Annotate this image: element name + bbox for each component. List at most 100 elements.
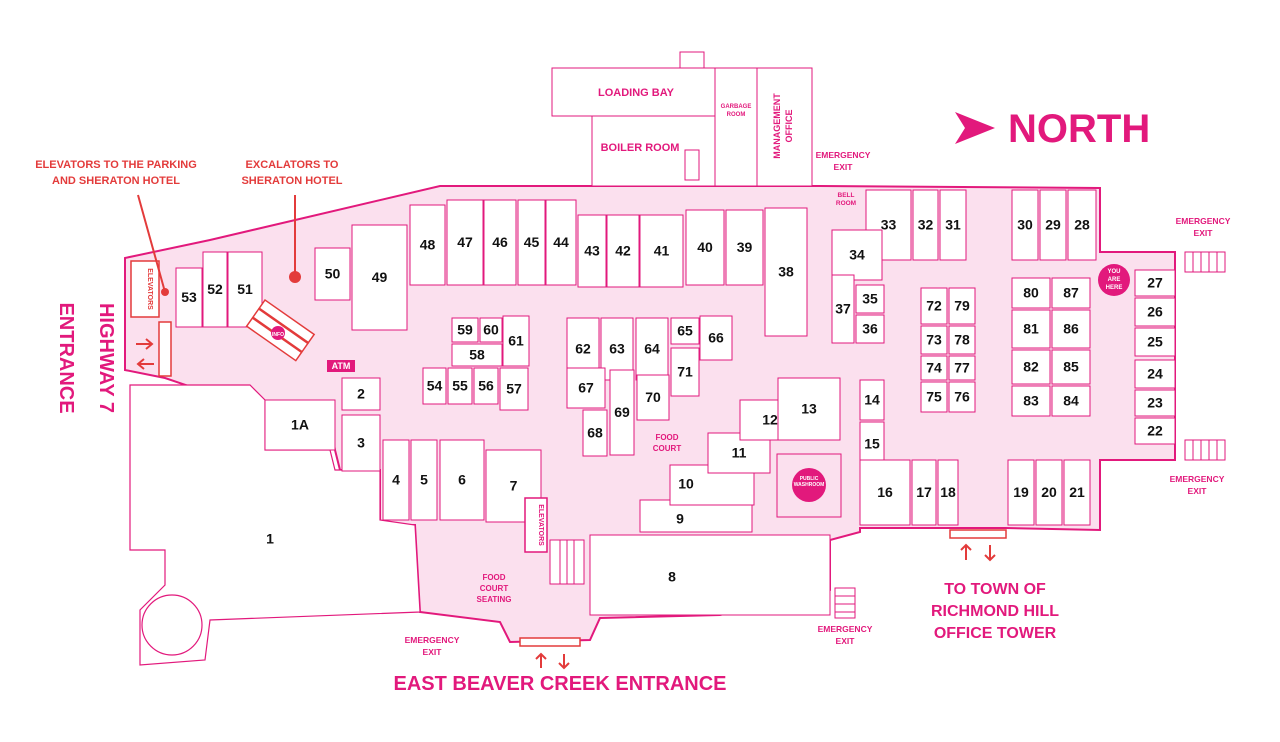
unit-43-shape[interactable]	[577, 214, 607, 288]
food-court-line2: COURT	[653, 444, 682, 453]
unit-86-shape[interactable]	[1051, 309, 1091, 349]
unit-53-shape[interactable]	[175, 267, 203, 328]
north-arrow-icon	[955, 112, 995, 144]
unit-22-shape[interactable]	[1134, 417, 1176, 445]
unit-20-shape[interactable]	[1035, 459, 1063, 526]
unit-16-shape[interactable]	[859, 459, 911, 526]
unit-78-shape[interactable]	[948, 325, 976, 355]
unit-46-shape[interactable]	[483, 199, 517, 286]
info-icon[interactable]	[271, 326, 285, 340]
excalators-line1: EXCALATORS TO	[246, 159, 339, 171]
you-are-here-line2: ARE	[1108, 277, 1121, 283]
garbage-room	[714, 67, 758, 187]
unit-4-label: 4	[392, 472, 400, 488]
unit-17-shape[interactable]	[911, 459, 937, 526]
unit-27-shape[interactable]	[1134, 269, 1176, 297]
unit-4-shape[interactable]	[382, 439, 410, 521]
unit-28-shape[interactable]	[1067, 189, 1097, 261]
unit-44-shape[interactable]	[545, 199, 577, 286]
unit-59-shape[interactable]	[451, 317, 479, 343]
unit-14-shape[interactable]	[859, 379, 885, 421]
unit-49-shape[interactable]	[351, 224, 408, 331]
unit-32-shape[interactable]	[912, 189, 939, 261]
unit-48-shape[interactable]	[409, 204, 446, 286]
unit-71-shape[interactable]	[670, 347, 700, 397]
unit-54-shape[interactable]	[422, 367, 447, 405]
unit-36-shape[interactable]	[855, 314, 885, 344]
unit-24-label: 24	[1147, 366, 1163, 382]
unit-29-shape[interactable]	[1039, 189, 1067, 261]
unit-30-shape[interactable]	[1011, 189, 1039, 261]
emergency-exit-se-line1: EMERGENCY	[1170, 474, 1225, 484]
unit-37-shape[interactable]	[831, 274, 855, 344]
unit-25-shape[interactable]	[1134, 327, 1176, 357]
unit-6-shape[interactable]	[439, 439, 485, 521]
unit-76-shape[interactable]	[948, 381, 976, 413]
unit-68-shape[interactable]	[582, 409, 608, 457]
unit-19-shape[interactable]	[1007, 459, 1035, 526]
unit-66-shape[interactable]	[699, 315, 733, 361]
unit-72-shape[interactable]	[920, 287, 948, 325]
unit-1-rotunda	[141, 594, 203, 656]
unit-64-shape[interactable]	[635, 317, 669, 381]
unit-40-shape[interactable]	[685, 209, 725, 286]
unit-18-shape[interactable]	[937, 459, 959, 526]
unit-57-shape[interactable]	[499, 367, 529, 411]
unit-35-shape[interactable]	[855, 284, 885, 314]
unit-56-shape[interactable]	[473, 367, 499, 405]
unit-31-shape[interactable]	[939, 189, 967, 261]
unit-75-shape[interactable]	[920, 381, 948, 413]
unit-60-shape[interactable]	[479, 317, 503, 343]
unit-55-shape[interactable]	[447, 367, 473, 405]
unit-77-shape[interactable]	[948, 355, 976, 381]
unit-38-shape[interactable]	[764, 207, 808, 337]
elevators-west[interactable]	[130, 260, 160, 318]
unit-1a-shape[interactable]	[264, 399, 336, 451]
unit-8-shape[interactable]	[589, 534, 831, 616]
unit-5-label: 5	[420, 472, 428, 488]
unit-34-shape[interactable]	[831, 229, 883, 281]
unit-45-shape[interactable]	[517, 199, 546, 286]
unit-42-shape[interactable]	[606, 214, 640, 288]
unit-21-shape[interactable]	[1063, 459, 1091, 526]
unit-3-label: 3	[357, 435, 365, 451]
unit-47-shape[interactable]	[446, 199, 484, 286]
unit-23-shape[interactable]	[1134, 389, 1176, 417]
atm-badge[interactable]	[327, 360, 355, 372]
unit-39-shape[interactable]	[725, 209, 764, 286]
unit-87-shape[interactable]	[1051, 277, 1091, 309]
unit-38-label: 38	[778, 264, 794, 280]
unit-70-shape[interactable]	[636, 374, 670, 421]
unit-83-shape[interactable]	[1011, 385, 1051, 417]
unit-13-shape[interactable]	[777, 377, 841, 441]
unit-52-shape[interactable]	[202, 251, 228, 328]
unit-80-shape[interactable]	[1011, 277, 1051, 309]
unit-79-shape[interactable]	[948, 287, 976, 325]
unit-81-shape[interactable]	[1011, 309, 1051, 349]
unit-3-shape[interactable]	[341, 414, 381, 472]
unit-73-shape[interactable]	[920, 325, 948, 355]
public-washroom-icon[interactable]	[792, 468, 826, 502]
unit-39-label: 39	[737, 239, 753, 255]
unit-56-label: 56	[478, 378, 494, 394]
unit-58-shape[interactable]	[451, 343, 503, 367]
unit-23-label: 23	[1147, 395, 1163, 411]
unit-2-shape[interactable]	[341, 377, 381, 411]
unit-82-shape[interactable]	[1011, 349, 1051, 385]
unit-85-shape[interactable]	[1051, 349, 1091, 385]
unit-26-shape[interactable]	[1134, 297, 1176, 327]
elevators-south[interactable]	[524, 497, 548, 553]
unit-84-shape[interactable]	[1051, 385, 1091, 417]
unit-50-shape[interactable]	[314, 247, 351, 301]
unit-74-shape[interactable]	[920, 355, 948, 381]
unit-61-shape[interactable]	[502, 315, 530, 367]
unit-24-shape[interactable]	[1134, 359, 1176, 389]
unit-69-shape[interactable]	[609, 369, 635, 456]
unit-67-shape[interactable]	[566, 367, 606, 409]
unit-5-shape[interactable]	[410, 439, 438, 521]
unit-65-shape[interactable]	[670, 317, 700, 345]
unit-87-label: 87	[1063, 285, 1079, 301]
unit-41-shape[interactable]	[639, 214, 684, 288]
unit-1a-label: 1A	[291, 417, 309, 433]
